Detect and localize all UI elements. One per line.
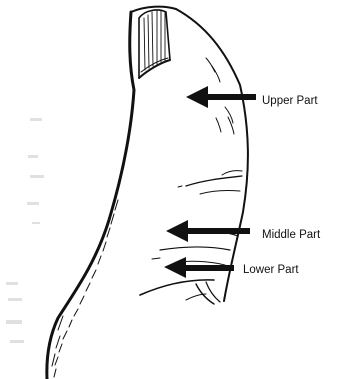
arrow-upper-part: [186, 86, 256, 108]
label-upper-part: Upper Part: [262, 95, 318, 107]
label-lower-part: Lower Part: [243, 264, 299, 276]
arrow-lower-part: [164, 257, 234, 278]
scan-artifacts: [6, 118, 44, 343]
label-middle-part: Middle Part: [262, 229, 321, 241]
nail: [139, 10, 170, 78]
thumb-outline: [47, 7, 248, 379]
